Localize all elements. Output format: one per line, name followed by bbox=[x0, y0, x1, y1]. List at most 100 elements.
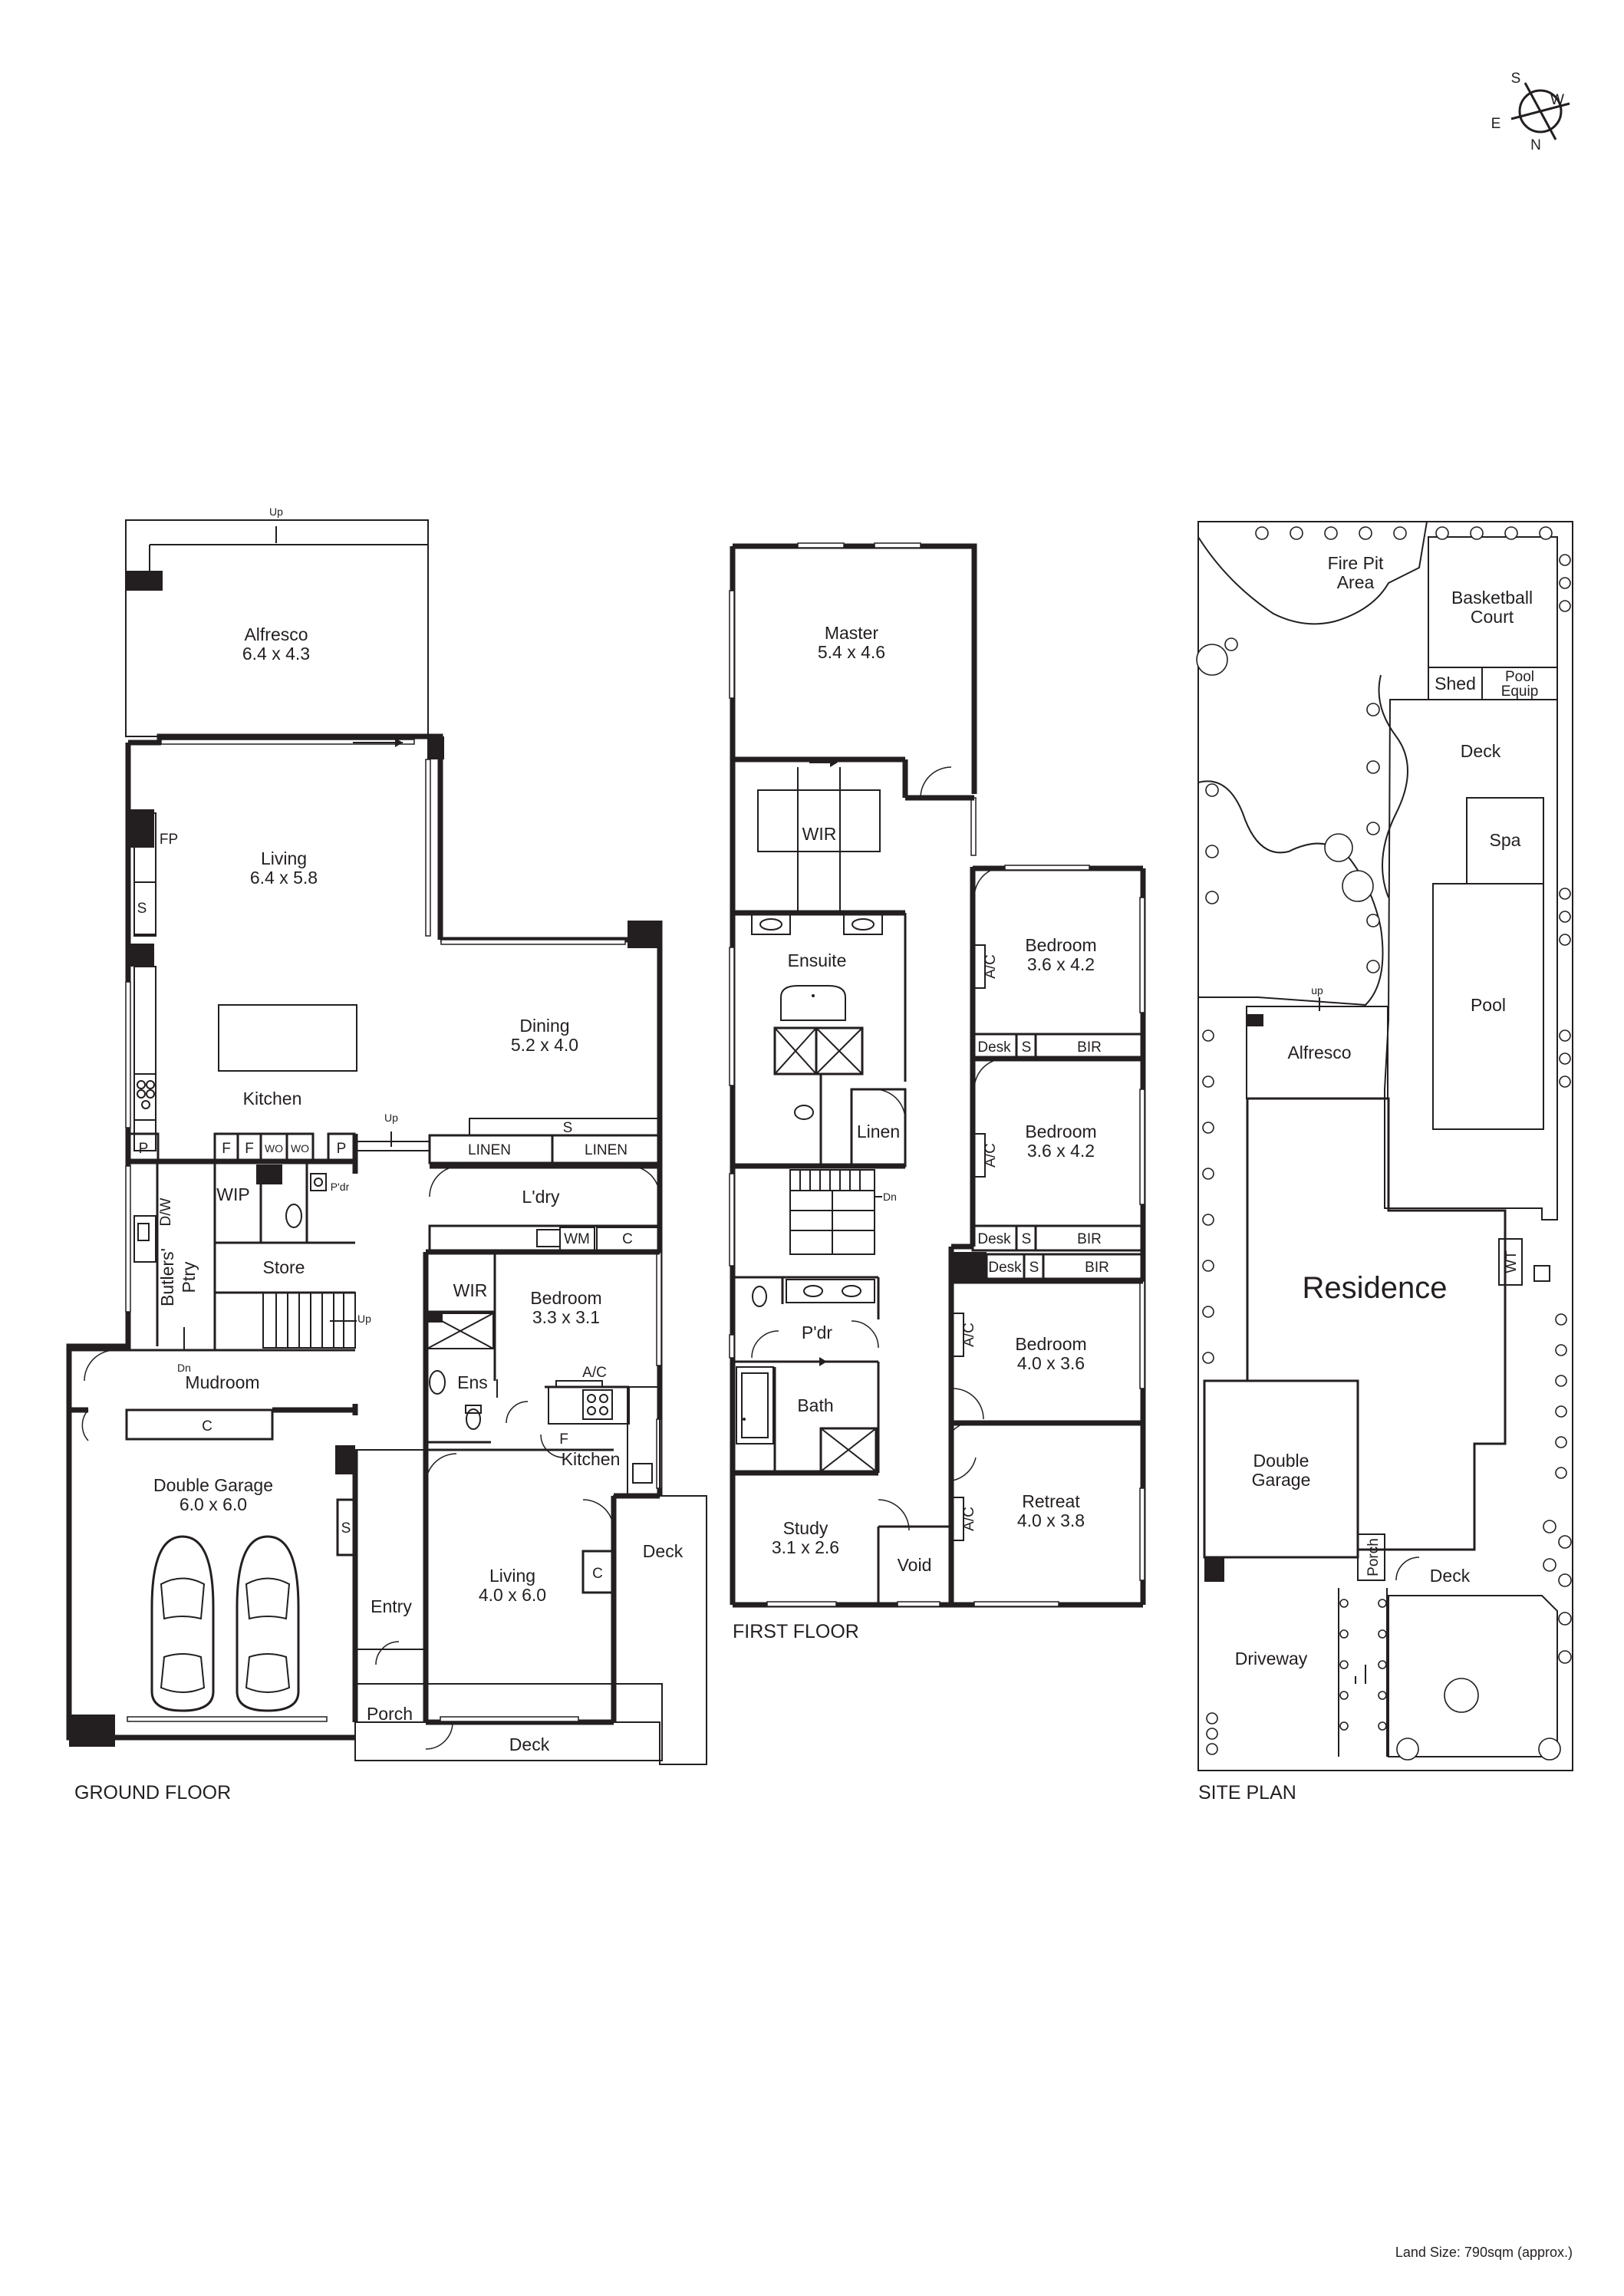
ff-void-label: Void bbox=[898, 1555, 932, 1575]
car-icon bbox=[150, 1535, 215, 1712]
ff-bed3-ac: A/C bbox=[961, 1323, 977, 1347]
ff-bed1-ac: A/C bbox=[983, 954, 999, 979]
sp-alfresco-up: up bbox=[1311, 984, 1323, 996]
gf-mudroom-label: Mudroom bbox=[185, 1372, 259, 1392]
gf-pantry-2: P bbox=[337, 1141, 347, 1157]
gf-wip-label: WIP bbox=[216, 1184, 249, 1204]
gf-alfresco-size: 6.4 x 4.3 bbox=[242, 644, 310, 664]
ff-bed1-label: Bedroom bbox=[1025, 935, 1096, 955]
gf-kitchen-label: Kitchen bbox=[243, 1089, 302, 1108]
ff-bed2-desk: Desk bbox=[977, 1231, 1011, 1247]
ground-floor-title: GROUND FLOOR bbox=[74, 1782, 231, 1804]
gf-ac-label: A/C bbox=[582, 1365, 607, 1381]
gf-alfresco-up: Up bbox=[269, 506, 283, 518]
compass-w: W bbox=[1550, 92, 1564, 108]
gf-cupboard-living2: C bbox=[592, 1566, 603, 1582]
sp-basketball-label2: Court bbox=[1471, 607, 1514, 627]
gf-bedroom-size: 3.3 x 3.1 bbox=[532, 1307, 600, 1327]
ff-study-size: 3.1 x 2.6 bbox=[772, 1537, 839, 1557]
gf-linen-1: LINEN bbox=[468, 1142, 511, 1158]
ff-bed3-bir: BIR bbox=[1085, 1260, 1109, 1276]
gf-living-label: Living bbox=[261, 848, 307, 868]
gf-s-label: S bbox=[137, 901, 147, 917]
sp-porch-label: Porch bbox=[1365, 1538, 1382, 1576]
sp-firepit-label: Fire Pit bbox=[1328, 553, 1384, 573]
gf-wall-oven-1: WO bbox=[265, 1142, 283, 1155]
ff-bed3-s: S bbox=[1029, 1260, 1039, 1276]
ff-bed3-size: 4.0 x 3.6 bbox=[1017, 1353, 1085, 1373]
gf-garage-size: 6.0 x 6.0 bbox=[180, 1494, 247, 1514]
gf-deck-side-label: Deck bbox=[643, 1541, 684, 1561]
gf-living-size: 6.4 x 5.8 bbox=[250, 868, 318, 888]
gf-cupboard-laundry: C bbox=[622, 1231, 633, 1247]
gf-dw-label: D/W bbox=[158, 1197, 174, 1226]
ff-ensuite-label: Ensuite bbox=[788, 950, 847, 970]
sp-deck-label: Deck bbox=[1461, 741, 1501, 761]
ff-retreat-size: 4.0 x 3.8 bbox=[1017, 1510, 1085, 1530]
ff-stairs-dn: Dn bbox=[883, 1191, 897, 1203]
land-size-note: Land Size: 790sqm (approx.) bbox=[1395, 2245, 1573, 2260]
ff-retreat-ac: A/C bbox=[961, 1507, 977, 1531]
gf-dining-size: 5.2 x 4.0 bbox=[511, 1035, 578, 1055]
ff-master-label: Master bbox=[825, 623, 879, 643]
gf-garage-label: Double Garage bbox=[153, 1475, 273, 1495]
sp-garage-label: Double bbox=[1253, 1451, 1309, 1471]
sp-residence-label: Residence bbox=[1302, 1271, 1447, 1305]
compass-icon: S W E N bbox=[1491, 71, 1570, 153]
ff-bed3-desk: Desk bbox=[988, 1260, 1022, 1276]
gf-butlers-label: Butlers' bbox=[157, 1248, 177, 1306]
gf-fridge-1: F bbox=[222, 1141, 231, 1157]
gf-kitchen2-label: Kitchen bbox=[562, 1449, 621, 1469]
sp-driveway-label: Driveway bbox=[1235, 1649, 1308, 1668]
ff-bed1-s: S bbox=[1022, 1039, 1032, 1056]
sp-poolequip-label2: Equip bbox=[1501, 684, 1539, 700]
gf-butlers-dn: Dn bbox=[177, 1362, 191, 1374]
plant-icon bbox=[1196, 526, 1572, 1761]
gf-stair-up-label: Up bbox=[384, 1112, 398, 1124]
gf-bedroom-label: Bedroom bbox=[530, 1288, 601, 1308]
ff-bed1-bir: BIR bbox=[1077, 1039, 1102, 1056]
gf-laundry-label: L'dry bbox=[522, 1187, 560, 1207]
gf-linen-2: LINEN bbox=[585, 1142, 628, 1158]
gf-entry-label: Entry bbox=[371, 1596, 412, 1616]
compass-e: E bbox=[1491, 116, 1501, 132]
gf-fp-label: FP bbox=[160, 832, 178, 848]
sp-shed-label: Shed bbox=[1435, 674, 1476, 693]
gf-ens-label: Ens bbox=[457, 1372, 488, 1392]
gf-pantry-1: P bbox=[139, 1141, 149, 1157]
first-floor-plan: Master 5.4 x 4.6 WIR Ensuite bbox=[729, 542, 1146, 1642]
ff-bed3-label: Bedroom bbox=[1015, 1334, 1086, 1354]
gf-stairs-up: Up bbox=[357, 1313, 371, 1325]
sp-garage-label2: Garage bbox=[1252, 1470, 1311, 1490]
sp-poolequip-label: Pool bbox=[1505, 669, 1534, 685]
ff-bed2-size: 3.6 x 4.2 bbox=[1027, 1141, 1095, 1161]
ff-bed1-size: 3.6 x 4.2 bbox=[1027, 954, 1095, 974]
compass-s: S bbox=[1511, 71, 1521, 87]
ff-wir-label: WIR bbox=[802, 824, 837, 844]
gf-cupboard-mudroom: C bbox=[202, 1418, 212, 1435]
gf-deck-front-label: Deck bbox=[509, 1734, 550, 1754]
gf-wir-label: WIR bbox=[453, 1280, 488, 1300]
ff-study-label: Study bbox=[783, 1518, 828, 1538]
gf-wall-oven-2: WO bbox=[291, 1142, 309, 1155]
gf-fridge-unit: F bbox=[559, 1431, 568, 1448]
car-icon bbox=[236, 1535, 300, 1712]
gf-fridge-2: F bbox=[245, 1141, 254, 1157]
ground-floor-plan: Up bbox=[66, 506, 707, 1804]
gf-dining-label: Dining bbox=[519, 1016, 569, 1036]
first-floor-title: FIRST FLOOR bbox=[733, 1621, 859, 1642]
sp-basketball-label: Basketball bbox=[1451, 588, 1533, 608]
ff-bed2-bir: BIR bbox=[1077, 1231, 1102, 1247]
ff-bed2-ac: A/C bbox=[983, 1143, 999, 1168]
gf-wm-label: WM bbox=[564, 1231, 590, 1247]
compass-n: N bbox=[1530, 137, 1541, 153]
sp-deck2-label: Deck bbox=[1430, 1566, 1471, 1586]
ff-master-size: 5.4 x 4.6 bbox=[818, 642, 885, 662]
sp-wt-label: WT bbox=[1504, 1250, 1520, 1273]
gf-garage-shelf: S bbox=[341, 1520, 351, 1537]
ff-retreat-label: Retreat bbox=[1022, 1491, 1080, 1511]
ff-bed2-label: Bedroom bbox=[1025, 1122, 1096, 1141]
ff-pdr-label: P'dr bbox=[802, 1323, 833, 1342]
gf-pdr-label: P'dr bbox=[331, 1181, 350, 1193]
